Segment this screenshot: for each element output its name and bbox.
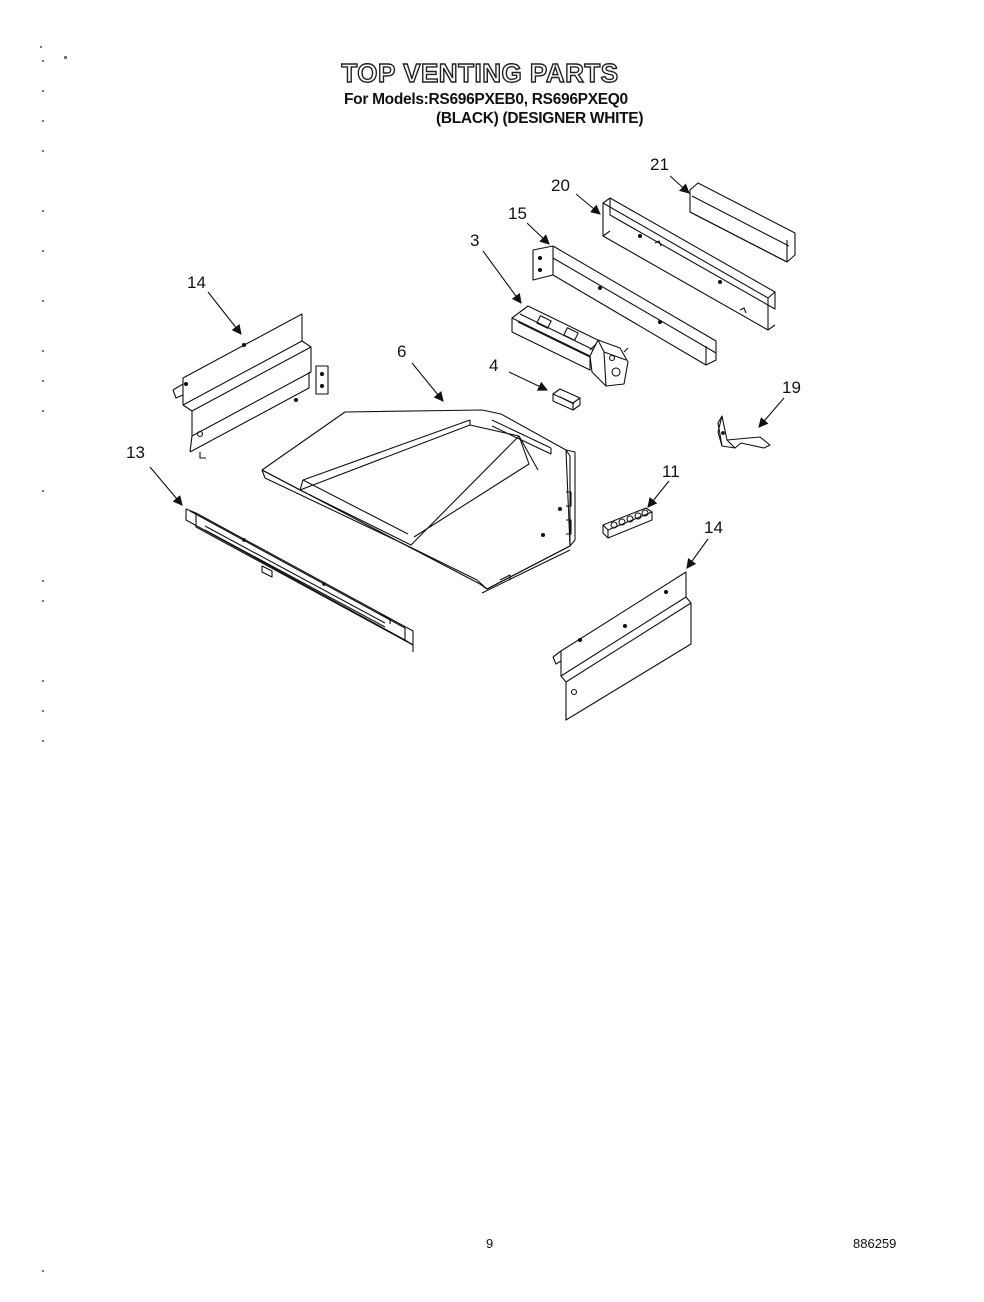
scan-specks [40,46,67,1272]
leader-arrows [149,175,785,569]
callout-14-right: 14 [704,518,723,537]
part-15-front-bracket [532,245,717,366]
callout-19: 19 [782,378,801,397]
part-14-left-panel [172,313,329,459]
models-line-2: (BLACK) (DESIGNER WHITE) [436,110,644,127]
document-number: 886259 [853,1236,897,1251]
callout-13: 13 [126,443,145,462]
callout-6: 6 [397,342,406,361]
callout-11: 11 [662,462,680,481]
model-numbers: For Models:RS696PXEB0, RS696PXEQ0 (BLACK… [344,90,644,128]
page-title: TOP VENTING PARTS [341,57,619,88]
part-3-blower-assembly [511,305,629,387]
part-6-vent-duct [261,409,576,594]
part-13-trim-rail [185,508,414,652]
part-20-rear-bracket [602,197,776,331]
part-14-right-panel [552,571,692,721]
part-19-clip [717,415,771,449]
part-11-terminal-block [602,507,653,539]
callout-14-left: 14 [187,273,206,292]
callout-4: 4 [489,356,498,375]
part-4-block [552,388,581,411]
callout-labels: 21 20 15 3 14 6 4 19 13 11 14 [126,155,801,537]
callout-3: 3 [470,231,479,250]
page-number: 9 [486,1236,494,1251]
callout-21: 21 [650,155,669,174]
models-line-1: For Models:RS696PXEB0, RS696PXEQ0 [344,91,628,108]
part-21-cover-plate [689,182,796,263]
callout-20: 20 [551,176,570,195]
callout-15: 15 [508,204,527,223]
